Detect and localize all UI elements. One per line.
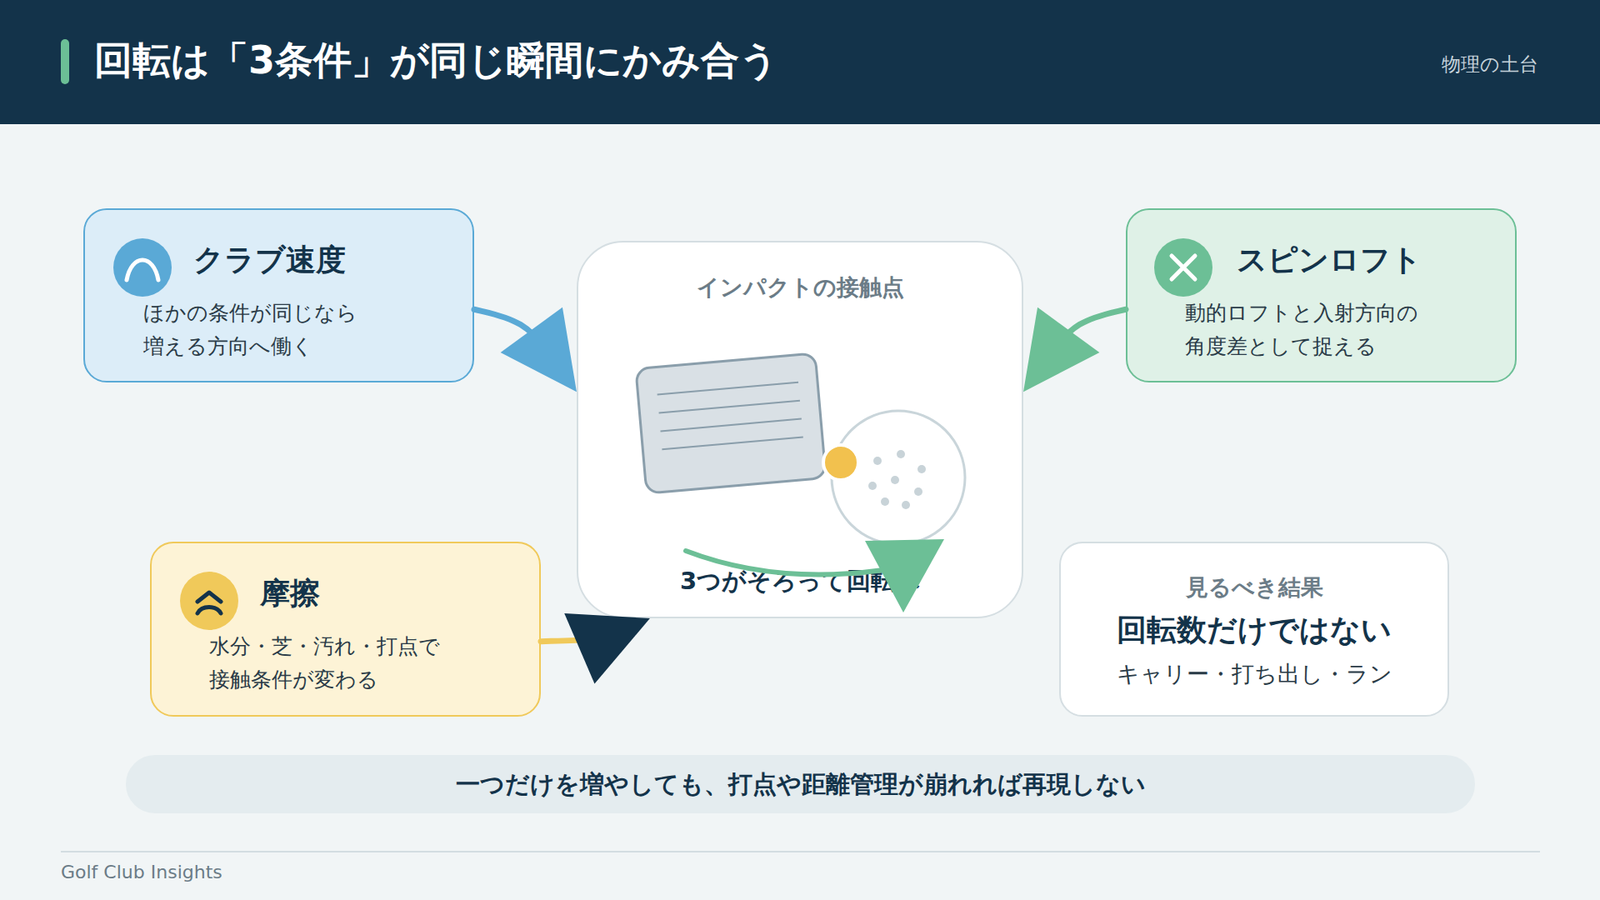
friction-icon — [180, 571, 239, 630]
dimple — [873, 456, 882, 465]
accent-bar — [60, 39, 70, 85]
takeaway-band: 一つだけを増やしても、打点や距離管理が崩れれば再現しない — [125, 755, 1475, 814]
box-body: ほかの条件が同じなら 増える方向へ働く — [143, 296, 362, 364]
clubface-body — [635, 353, 826, 494]
result-box: 見るべき結果回転数だけではないキャリー・打ち出し・ラン — [1059, 541, 1450, 717]
flow-caption: 3つがそろって回転へ — [578, 564, 1022, 598]
speed-icon — [113, 238, 172, 297]
footer-brand: Golf Club Insights — [60, 860, 395, 885]
slide-title: 回転は「3条件」が同じ瞬間にかみ合う — [94, 36, 779, 84]
dimple — [914, 487, 923, 496]
spin-curve — [685, 550, 884, 575]
dimple — [890, 475, 900, 485]
clubface-grooves — [657, 382, 804, 450]
factor-box: スピンロフト動的ロフトと入射方向の 角度差として捉える — [1125, 208, 1517, 383]
arrow-head — [564, 613, 650, 685]
golf-ball — [831, 410, 965, 545]
arrow-head — [1023, 307, 1100, 392]
dimple — [868, 481, 877, 490]
arrow-head — [500, 307, 577, 392]
impact-box: インパクトの接触点 3つがそろって回転へ — [576, 240, 1024, 619]
section-tag: 物理の土台 — [1300, 52, 1539, 77]
dimple — [917, 465, 926, 474]
dimple — [880, 497, 890, 506]
clubface — [635, 353, 826, 494]
contact-point — [823, 445, 859, 480]
loft-icon-cross — [1171, 255, 1195, 280]
box-heading: 見るべき結果 — [1060, 572, 1448, 603]
result-detail: キャリー・打ち出し・ラン — [1060, 659, 1448, 690]
spin-arrowhead — [865, 539, 945, 613]
friction-icon-chevrons — [197, 592, 221, 614]
takeaway-text: 一つだけを増やしても、打点や距離管理が崩れれば再現しない — [127, 767, 1474, 801]
loft-icon — [1154, 238, 1213, 297]
dimple — [896, 450, 905, 459]
arrow-line — [1050, 309, 1126, 355]
box-heading: スピンロフト — [1236, 240, 1504, 280]
arrow-line — [540, 636, 608, 642]
box-heading: インパクトの接触点 — [578, 272, 1022, 303]
speed-icon-arc — [126, 260, 159, 280]
dimple — [901, 500, 910, 510]
factor-box: クラブ速度ほかの条件が同じなら 増える方向へ働く — [83, 208, 475, 383]
result-main: 回転数だけではない — [1060, 610, 1448, 650]
flow-arrow — [540, 613, 650, 685]
arrow-line — [474, 309, 550, 355]
flow-arrow — [1023, 307, 1126, 392]
factor-box: 摩擦水分・芝・汚れ・打点で 接触条件が変わる — [150, 541, 541, 717]
box-body: 水分・芝・汚れ・打点で 接触条件が変わる — [209, 630, 453, 697]
box-body: 動的ロフトと入射方向の 角度差として捉える — [1185, 296, 1429, 364]
box-heading: 摩擦 — [260, 574, 527, 613]
flow-arrow — [474, 307, 577, 392]
ball-dimples — [868, 450, 926, 510]
box-heading: クラブ速度 — [193, 240, 460, 280]
footer-rule — [60, 850, 1540, 853]
